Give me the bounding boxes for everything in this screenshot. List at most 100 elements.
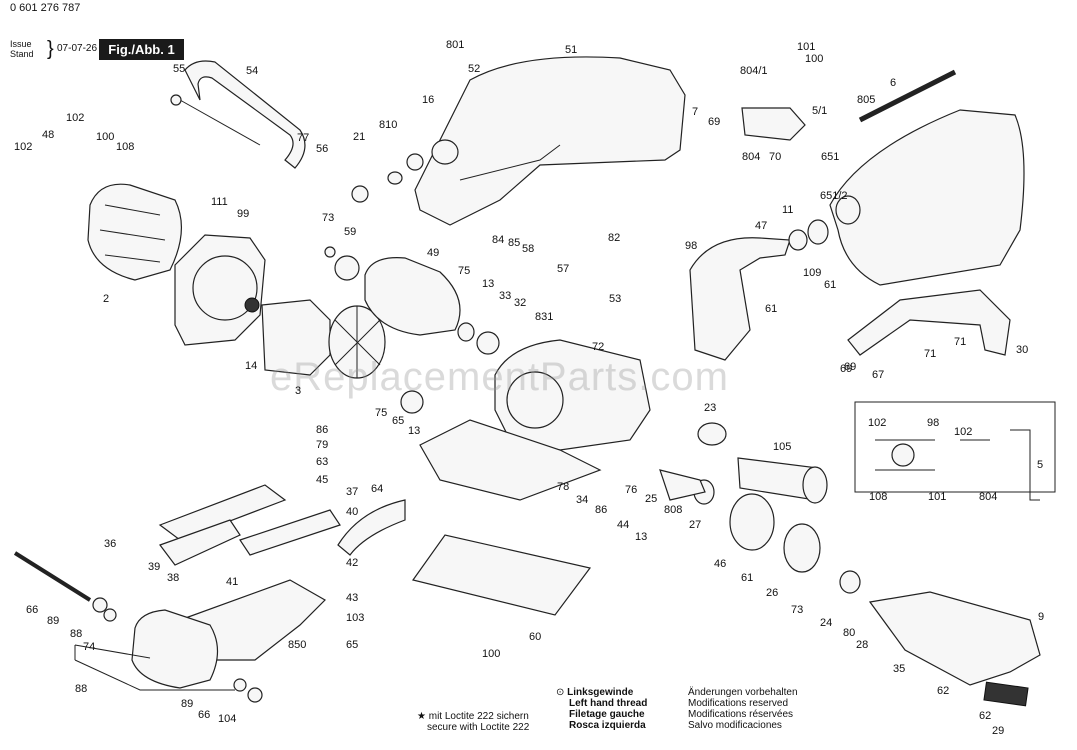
part-label: 69 [840, 363, 852, 375]
part-label: 44 [617, 519, 629, 531]
shaft-gear [802, 466, 828, 504]
part-label: 66 [26, 604, 38, 616]
part-label: 111 [211, 196, 228, 208]
lever-64 [158, 484, 287, 541]
part-label: 25 [645, 493, 657, 505]
part-label: 104 [218, 713, 236, 725]
part-label: 89 [181, 698, 193, 710]
wiring-frame [854, 401, 1056, 493]
washer-66a [92, 597, 108, 613]
mod-de: Änderungen vorbehalten [688, 687, 798, 698]
part-label: 102 [14, 141, 32, 153]
part-label: 72 [592, 341, 604, 353]
part-label: 77 [297, 132, 309, 144]
part-label: 99 [237, 208, 249, 220]
mod-en: Modifications reserved [688, 698, 789, 709]
part-label: 62 [937, 685, 949, 697]
part-label: 32 [514, 297, 526, 309]
belt-guard [847, 289, 1011, 356]
part-label: 62 [979, 710, 991, 722]
part-label: 78 [557, 481, 569, 493]
part-label: 21 [353, 131, 365, 143]
clamp-part [184, 60, 306, 169]
left-thread-icon: ⊙ [556, 687, 568, 698]
part-label: 65 [392, 415, 404, 427]
dust-elbow [689, 237, 791, 361]
washer-89a [103, 608, 117, 622]
part-label: 105 [773, 441, 791, 453]
bearing-104 [697, 422, 727, 446]
part-label: 101 [797, 41, 815, 53]
part-label: 804 [742, 151, 760, 163]
part-label: 3 [295, 385, 301, 397]
thread-fr: Filetage gauche [569, 709, 645, 720]
part-label: 47 [755, 220, 767, 232]
part-label: 45 [316, 474, 328, 486]
dust-bag [829, 109, 1025, 286]
part-label: 63 [316, 456, 328, 468]
part-label: 13 [408, 425, 420, 437]
part-label: 66 [198, 709, 210, 721]
bearing-16 [431, 139, 459, 165]
fan-blades [334, 306, 381, 378]
part-label: 61 [765, 303, 777, 315]
bearing-24 [839, 570, 861, 594]
drive-drum [364, 257, 461, 336]
part-label: 42 [346, 557, 358, 569]
housing-bore [506, 371, 564, 429]
part-label: 60 [529, 631, 541, 643]
part-label: 89 [47, 615, 59, 627]
part-label: 30 [1016, 344, 1028, 356]
thread-legend: ⊙ Linksgewinde Left hand thread Filetage… [556, 687, 647, 731]
gear-cover [868, 591, 1041, 686]
part-label: 11 [782, 204, 793, 216]
part-label: 79 [316, 439, 328, 451]
loctite-en: secure with Loctite 222 [427, 722, 530, 733]
part-label: 41 [226, 576, 238, 588]
loctite-de: mit Loctite 222 sichern [428, 711, 529, 722]
part-label: 102 [66, 112, 84, 124]
part-label: 71 [954, 336, 966, 348]
part-label: 5 [1037, 459, 1043, 471]
part-label: 54 [246, 65, 258, 77]
part-label: 35 [893, 663, 905, 675]
lever-36 [159, 519, 241, 566]
part-label: 831 [535, 311, 553, 323]
part-label: 80 [843, 627, 855, 639]
issue-label: Issue Stand [10, 39, 34, 59]
idler-drum [131, 609, 219, 689]
wiring-lines [875, 439, 990, 471]
part-label: 85 [508, 237, 520, 249]
modifications-legend: Änderungen vorbehalten Modifications res… [688, 687, 798, 731]
part-label: 51 [565, 44, 577, 56]
part-label: 49 [427, 247, 439, 259]
clamp-knob [170, 94, 182, 106]
part-label: 651/2 [820, 190, 848, 202]
part-label: 24 [820, 617, 832, 629]
motor-symbol [891, 443, 915, 467]
part-label: 55 [173, 63, 185, 75]
part-label: 26 [766, 587, 778, 599]
baffle-ring [192, 255, 258, 321]
issue-brace: } [47, 38, 54, 60]
part-label: 98 [927, 417, 939, 429]
thread-en: Left hand thread [569, 698, 648, 709]
part-label: 86 [595, 504, 607, 516]
part-label: 16 [422, 94, 434, 106]
part-label: 52 [468, 63, 480, 75]
part-label: 102 [954, 426, 972, 438]
part-label: 100 [482, 648, 500, 660]
part-label: 76 [625, 484, 637, 496]
part-label: 48 [42, 129, 54, 141]
housing-cover [414, 56, 686, 226]
part-label: 98 [685, 240, 697, 252]
part-label: 102 [868, 417, 886, 429]
part-label: 75 [375, 407, 387, 419]
part-label: 37 [346, 486, 358, 498]
part-label: 100 [96, 131, 114, 143]
bearing-13b [400, 390, 424, 414]
part-label: 808 [664, 504, 682, 516]
part-label: 13 [635, 531, 647, 543]
part-label: 75 [458, 265, 470, 277]
